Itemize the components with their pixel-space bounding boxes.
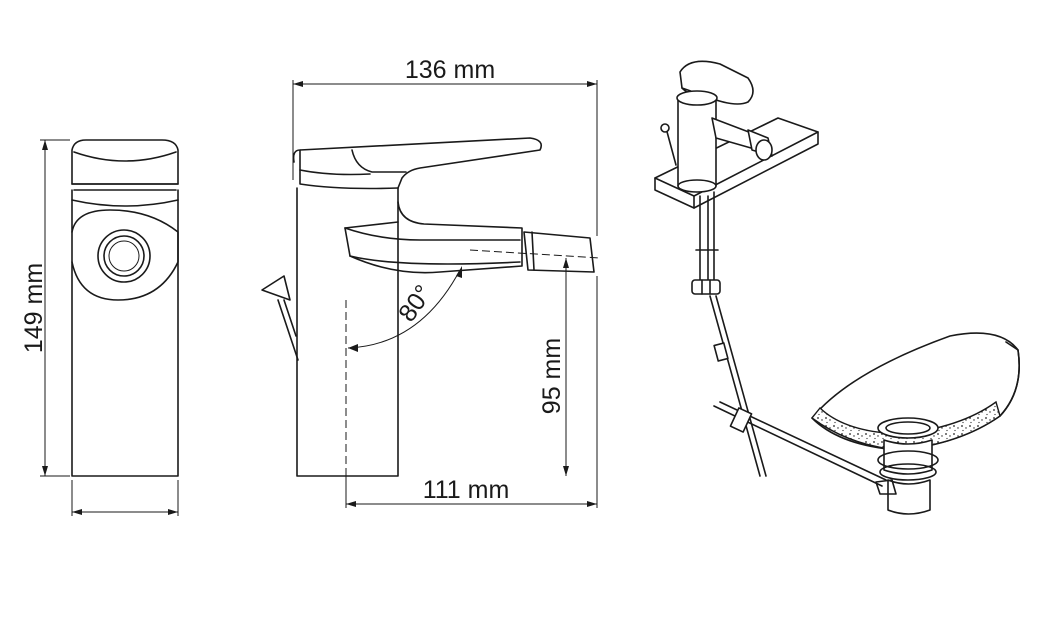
length-dimension: 136 mm bbox=[292, 56, 598, 236]
front-view bbox=[71, 139, 179, 477]
spout-height-dimension: 95 mm bbox=[538, 258, 569, 476]
side-view bbox=[261, 137, 601, 477]
spout-height-label: 95 mm bbox=[538, 338, 566, 414]
reach-label: 111 mm bbox=[423, 476, 510, 504]
angle-label: 80° bbox=[393, 280, 438, 327]
angle-dimension: 80° bbox=[347, 266, 462, 352]
height-label: 149 mm bbox=[20, 263, 48, 353]
length-label: 136 mm bbox=[405, 56, 495, 84]
height-dimension: 149 mm bbox=[20, 139, 179, 516]
isometric-view bbox=[654, 60, 1020, 515]
reach-dimension: 111 mm bbox=[345, 276, 598, 508]
